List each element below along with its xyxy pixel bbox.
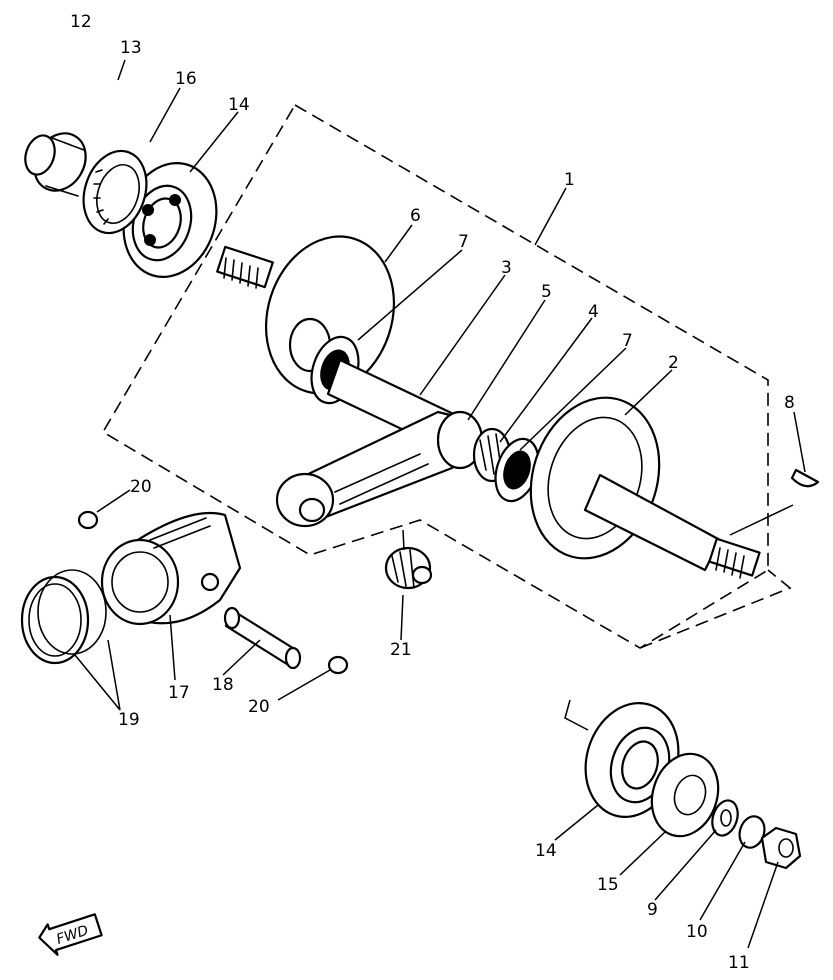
callout-21: 21 xyxy=(390,640,412,660)
fwd-arrow-icon: FWD xyxy=(38,913,103,956)
oil-seal-15 xyxy=(650,752,720,838)
leader-lines xyxy=(74,59,806,949)
circlip-20-lower xyxy=(327,655,349,675)
callout-17: 17 xyxy=(168,683,190,703)
callout-12: 12 xyxy=(70,12,92,32)
callout-16: 16 xyxy=(175,69,197,89)
callout-19: 19 xyxy=(118,710,140,730)
piston-rings-19 xyxy=(20,569,107,665)
circlip-20-upper xyxy=(77,510,99,530)
callout-4: 4 xyxy=(588,302,599,322)
callout-20-lower: 20 xyxy=(248,697,270,717)
callout-11: 11 xyxy=(728,953,750,973)
gear-16 xyxy=(82,149,148,235)
piston-pin-18 xyxy=(223,606,302,670)
callout-20-upper: 20 xyxy=(130,477,152,497)
callout-18: 18 xyxy=(212,675,234,695)
callout-5: 5 xyxy=(541,282,552,302)
callout-9: 9 xyxy=(647,900,658,920)
callout-14-upper: 14 xyxy=(228,95,250,115)
connecting-rod-5 xyxy=(275,410,484,528)
callout-labels: 1 2 3 4 5 6 7 7 8 9 10 11 12 13 14 14 15… xyxy=(70,12,795,973)
crankshaft-right-web-2 xyxy=(529,396,761,579)
callout-8: 8 xyxy=(784,393,795,413)
callout-1: 1 xyxy=(564,170,575,190)
callout-13: 13 xyxy=(120,38,142,58)
callout-7-right: 7 xyxy=(622,331,633,351)
nut-11 xyxy=(760,826,802,870)
callout-14-lower: 14 xyxy=(535,841,557,861)
woodruff-key-8 xyxy=(790,468,820,488)
callout-3: 3 xyxy=(501,258,512,278)
thrust-washer-7-right xyxy=(494,437,540,503)
shaft-12-13 xyxy=(24,132,87,197)
washer-9 xyxy=(711,799,739,837)
callout-7-left: 7 xyxy=(458,232,469,252)
small-end-bearing-21 xyxy=(384,546,433,590)
callout-15: 15 xyxy=(597,875,619,895)
callout-10: 10 xyxy=(686,922,708,942)
callout-2: 2 xyxy=(668,353,679,373)
piston-17 xyxy=(100,511,242,626)
crankshaft-assembly-outline xyxy=(101,104,792,731)
callout-6: 6 xyxy=(410,206,421,226)
